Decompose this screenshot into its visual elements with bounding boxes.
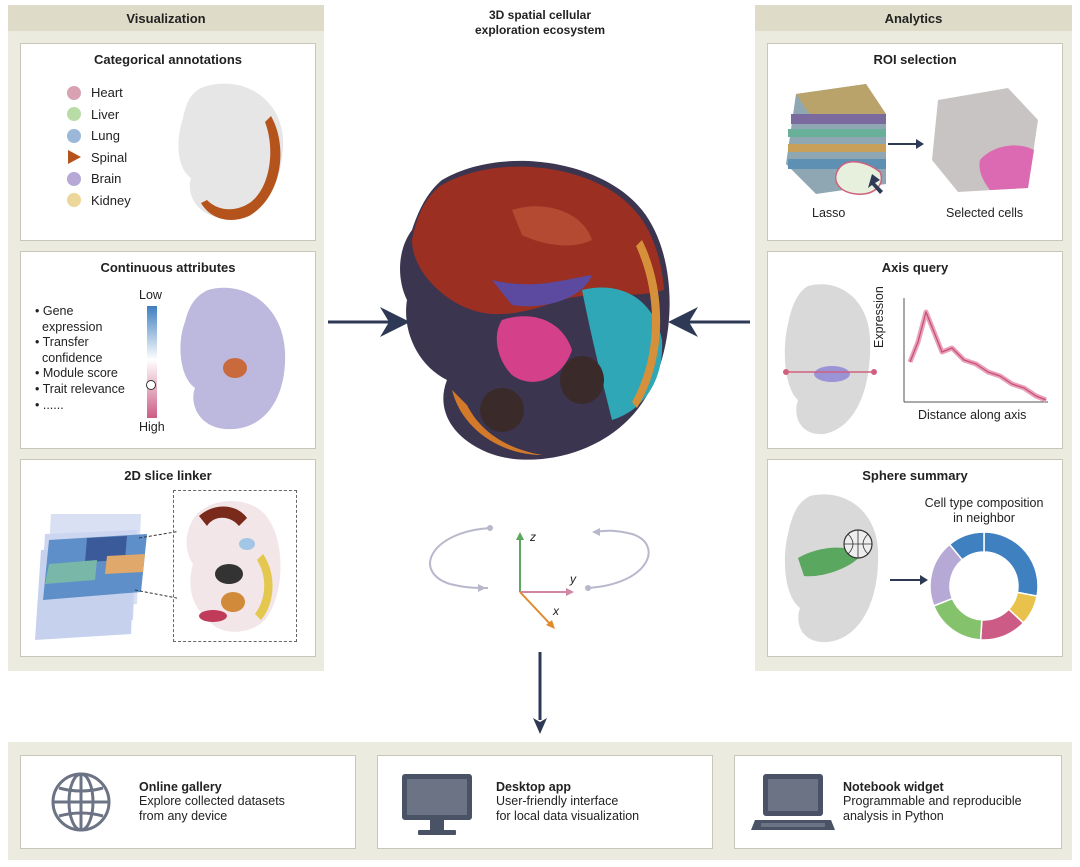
donut-segment-5 bbox=[948, 531, 985, 561]
heart-swatch bbox=[67, 85, 81, 100]
axis-query-title: Axis query bbox=[881, 260, 949, 275]
sphere-summary-panel: Sphere summary Cell type composition in … bbox=[767, 459, 1063, 657]
category-legend: Heart Liver Lung Spinal Brain Kidney bbox=[67, 82, 131, 211]
categorical-annotations-panel: Categorical annotations Heart Liver Lung… bbox=[20, 43, 316, 241]
axis-x-label: x bbox=[553, 604, 559, 618]
slice-linker-title: 2D slice linker bbox=[124, 468, 212, 483]
visualization-header: Visualization bbox=[8, 5, 324, 31]
embryo-continuous-image bbox=[180, 287, 286, 430]
liver-swatch bbox=[67, 107, 81, 122]
axis-query-panel: Axis query Expression Distance along axi… bbox=[767, 251, 1063, 449]
brain-swatch bbox=[67, 171, 81, 186]
selected-cells-label: Selected cells bbox=[946, 206, 1024, 220]
sphere-embryo-image bbox=[784, 494, 879, 643]
colorbar-marker bbox=[146, 380, 156, 390]
embryo-3d-image bbox=[400, 160, 670, 460]
rotation-axes-icon bbox=[429, 525, 650, 629]
center-title-line1: 3D spatial cellular bbox=[488, 8, 592, 22]
composition-caption-line2: in neighbor bbox=[953, 511, 1015, 525]
slice-stack-image bbox=[35, 514, 177, 640]
online-gallery-text: Online gallery Explore collected dataset… bbox=[139, 780, 285, 824]
notebook-widget-title: Notebook widget bbox=[843, 780, 944, 794]
desktop-app-text: Desktop app User-friendly interface for … bbox=[496, 780, 639, 824]
embryo-categorical-image bbox=[178, 83, 284, 220]
composition-caption-line1: Cell type composition bbox=[924, 496, 1044, 510]
globe-icon bbox=[51, 772, 111, 832]
axis-embryo-image bbox=[783, 284, 877, 435]
desktop-app-card[interactable]: Desktop app User-friendly interface for … bbox=[377, 755, 713, 849]
sphere-summary-title: Sphere summary bbox=[862, 468, 968, 483]
legend-item-brain: Brain bbox=[67, 168, 131, 190]
attribute-item: • ...... bbox=[35, 397, 64, 412]
laptop-icon bbox=[751, 774, 835, 830]
center-title-line2: exploration ecosystem bbox=[474, 23, 606, 37]
legend-item-liver: Liver bbox=[67, 104, 131, 126]
categorical-annotations-title: Categorical annotations bbox=[93, 52, 243, 67]
attribute-list: • Gene expression • Transfer confidence … bbox=[35, 304, 125, 413]
online-gallery-desc-1: Explore collected datasets bbox=[139, 794, 285, 808]
axis-y-label: y bbox=[570, 572, 576, 586]
legend-item-kidney: Kidney bbox=[67, 190, 131, 212]
continuous-attributes-title: Continuous attributes bbox=[100, 260, 236, 275]
legend-item-spinal: Spinal bbox=[67, 147, 131, 169]
colorbar bbox=[147, 306, 157, 418]
expression-axis-label: Expression bbox=[872, 286, 886, 348]
attribute-item: • Trait relevance bbox=[35, 381, 125, 396]
desktop-app-desc-1: User-friendly interface bbox=[496, 794, 619, 808]
roi-arrow bbox=[888, 139, 924, 149]
desktop-app-desc-2: for local data visualization bbox=[496, 809, 640, 823]
analytics-column: Analytics ROI selection Lasso Selected c… bbox=[755, 5, 1072, 671]
roi-cube-image bbox=[786, 84, 886, 195]
lasso-label: Lasso bbox=[812, 206, 846, 220]
composition-caption: Cell type composition in neighbor bbox=[908, 496, 1060, 526]
attribute-item: • Module score bbox=[35, 366, 118, 381]
distance-axis-label: Distance along axis bbox=[918, 408, 1027, 422]
attribute-item: • Transfer bbox=[35, 335, 89, 350]
expression-plot bbox=[903, 298, 1048, 403]
slice-linker-panel: 2D slice linker bbox=[20, 459, 316, 657]
notebook-widget-desc-1: Programmable and reproducible bbox=[843, 794, 1022, 808]
desktop-app-title: Desktop app bbox=[496, 780, 572, 794]
notebook-widget-card[interactable]: Notebook widget Programmable and reprodu… bbox=[734, 755, 1062, 849]
legend-item-heart: Heart bbox=[67, 82, 131, 104]
online-gallery-desc-2: from any device bbox=[139, 809, 228, 823]
notebook-widget-desc-2: analysis in Python bbox=[843, 809, 944, 823]
lung-swatch bbox=[67, 128, 81, 143]
notebook-widget-text: Notebook widget Programmable and reprodu… bbox=[843, 780, 1022, 824]
roi-selection-title: ROI selection bbox=[873, 52, 957, 67]
legend-item-lung: Lung bbox=[67, 125, 131, 147]
arrow-down-to-platforms bbox=[533, 652, 547, 734]
visualization-column: Visualization Categorical annotations He… bbox=[8, 5, 324, 671]
composition-donut-chart bbox=[929, 531, 1039, 641]
center-title: 3D spatial cellular exploration ecosyste… bbox=[410, 8, 670, 38]
axis-z-label: z bbox=[530, 530, 536, 544]
colorbar-high-label: High bbox=[139, 420, 165, 434]
colorbar-low-label: Low bbox=[139, 288, 162, 302]
center-arrows bbox=[328, 307, 750, 337]
continuous-attributes-panel: Continuous attributes • Gene expression … bbox=[20, 251, 316, 449]
selected-cells-image bbox=[932, 88, 1038, 192]
online-gallery-title: Online gallery bbox=[139, 780, 222, 794]
roi-selection-panel: ROI selection Lasso Selected cells bbox=[767, 43, 1063, 241]
donut-segment-3 bbox=[932, 597, 983, 641]
online-gallery-card[interactable]: Online gallery Explore collected dataset… bbox=[20, 755, 356, 849]
attribute-item: expression bbox=[42, 319, 103, 334]
kidney-swatch bbox=[67, 193, 81, 208]
donut-segment-0 bbox=[983, 531, 1039, 597]
slice-dashed-frame bbox=[173, 490, 297, 642]
attribute-item: confidence bbox=[42, 350, 103, 365]
slice-section-image bbox=[186, 501, 281, 632]
attribute-item: • Gene bbox=[35, 304, 74, 318]
spinal-triangle-icon bbox=[68, 150, 81, 165]
sphere-arrow bbox=[890, 575, 928, 585]
analytics-header: Analytics bbox=[755, 5, 1072, 31]
monitor-icon bbox=[402, 774, 472, 835]
